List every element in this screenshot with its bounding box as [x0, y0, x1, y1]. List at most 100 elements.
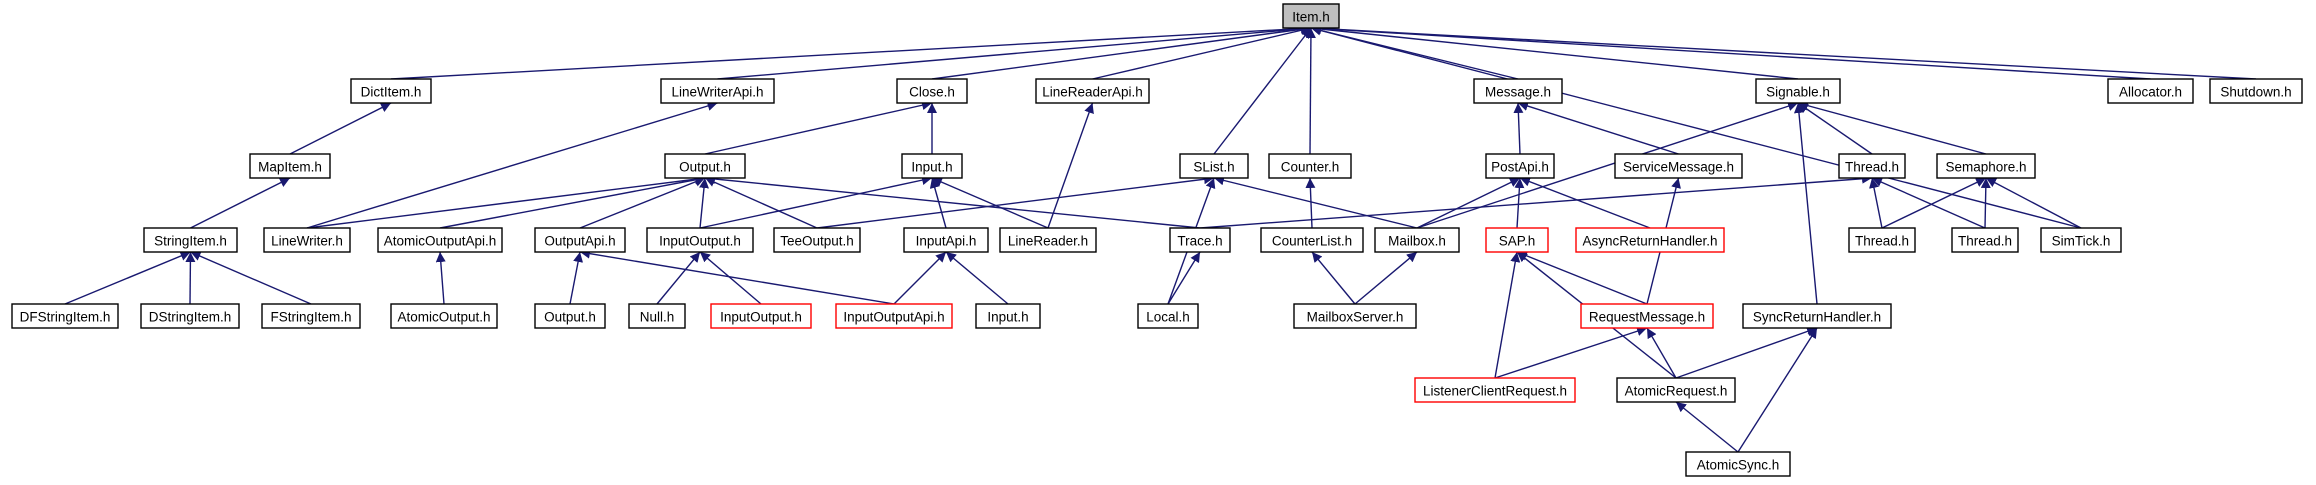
node-label: Thread.h — [1958, 234, 2012, 249]
node-mailboxserver[interactable]: MailboxServer.h — [1293, 303, 1417, 329]
node-requestmessage[interactable]: RequestMessage.h — [1580, 303, 1714, 329]
node-close[interactable]: Close.h — [896, 78, 968, 104]
node-output[interactable]: Output.h — [664, 153, 746, 179]
node-outputapi[interactable]: OutputApi.h — [534, 227, 626, 253]
node-box — [534, 227, 626, 253]
node-simtick[interactable]: SimTick.h — [2040, 227, 2122, 253]
node-postapi[interactable]: PostApi.h — [1485, 153, 1555, 179]
node-label: OutputApi.h — [544, 234, 615, 249]
edge-sap-to-postapi — [1514, 177, 1525, 229]
node-label: Close.h — [909, 85, 955, 100]
node-box — [896, 78, 968, 104]
node-label: DStringItem.h — [149, 310, 232, 325]
node-label: DFStringItem.h — [20, 310, 111, 325]
node-label: Local.h — [1146, 310, 1190, 325]
node-dfstringitem[interactable]: DFStringItem.h — [11, 303, 119, 329]
node-linereaderapi[interactable]: LineReaderApi.h — [1035, 78, 1150, 104]
node-trace[interactable]: Trace.h — [1169, 227, 1231, 253]
edge-null-to-inputoutput — [656, 251, 701, 305]
node-box — [261, 303, 361, 329]
node-syncreturnhandler[interactable]: SyncReturnHandler.h — [1742, 303, 1892, 329]
edge-inputoutputapi-to-inputapi — [893, 251, 947, 305]
node-input[interactable]: Input.h — [901, 153, 963, 179]
node-linewriterapi[interactable]: LineWriterApi.h — [660, 78, 775, 104]
node-inputoutputapi[interactable]: InputOutputApi.h — [835, 303, 953, 329]
node-servicemessage[interactable]: ServiceMessage.h — [1614, 153, 1743, 179]
node-mailbox[interactable]: Mailbox.h — [1374, 227, 1460, 253]
node-linereader[interactable]: LineReader.h — [999, 227, 1097, 253]
node-box — [1473, 78, 1563, 104]
node-thread-b[interactable]: Thread.h — [1951, 227, 2019, 253]
node-listenerclientrequest[interactable]: ListenerClientRequest.h — [1414, 377, 1576, 403]
node-linewriter[interactable]: LineWriter.h — [263, 227, 351, 253]
node-atomicoutput[interactable]: AtomicOutput.h — [390, 303, 498, 329]
edge-thread-a-to-thread — [1869, 177, 1883, 229]
node-inputoutput[interactable]: InputOutput.h — [646, 227, 754, 253]
node-allocator[interactable]: Allocator.h — [2107, 78, 2194, 104]
node-dstringitem[interactable]: DStringItem.h — [140, 303, 240, 329]
node-counter[interactable]: Counter.h — [1268, 153, 1352, 179]
edge-mailboxserver-to-mailbox — [1354, 251, 1418, 305]
node-label: Output.h — [544, 310, 596, 325]
node-slist[interactable]: SList.h — [1179, 153, 1249, 179]
node-box — [143, 227, 238, 253]
node-box — [646, 227, 754, 253]
edge-mailbox-to-slist — [1213, 175, 1418, 229]
node-box — [901, 153, 963, 179]
edge-signable-to-item — [1310, 24, 1799, 80]
node-sap[interactable]: SAP.h — [1485, 227, 1549, 253]
edge-syncreturnhandler-to-signable — [1793, 102, 1818, 305]
node-item[interactable]: Item.h — [1282, 3, 1340, 29]
node-inputapi[interactable]: InputApi.h — [903, 227, 989, 253]
node-label: Message.h — [1485, 85, 1551, 100]
node-label: PostApi.h — [1491, 160, 1549, 175]
node-thread[interactable]: Thread.h — [1838, 153, 1906, 179]
node-box — [2040, 227, 2122, 253]
node-message[interactable]: Message.h — [1473, 78, 1563, 104]
node-box — [1848, 227, 1916, 253]
node-label: Semaphore.h — [1945, 160, 2026, 175]
node-teeoutput[interactable]: TeeOutput.h — [773, 227, 861, 253]
node-stringitem[interactable]: StringItem.h — [143, 227, 238, 253]
node-label: SAP.h — [1499, 234, 1536, 249]
node-dictitem[interactable]: DictItem.h — [350, 78, 432, 104]
node-shutdown[interactable]: Shutdown.h — [2209, 78, 2303, 104]
node-label: Input.h — [911, 160, 952, 175]
edge-inputoutputapi-to-outputapi — [579, 248, 895, 305]
node-input2[interactable]: Input.h — [975, 303, 1041, 329]
node-fstringitem[interactable]: FStringItem.h — [261, 303, 361, 329]
node-mapitem[interactable]: MapItem.h — [249, 153, 331, 179]
node-box — [1936, 153, 2036, 179]
node-atomicrequest[interactable]: AtomicRequest.h — [1616, 377, 1736, 403]
node-box — [1169, 227, 1231, 253]
node-label: MailboxServer.h — [1307, 310, 1404, 325]
edge-linereader-to-input — [931, 177, 1049, 229]
node-signable[interactable]: Signable.h — [1755, 78, 1841, 104]
node-atomicoutputapi[interactable]: AtomicOutputApi.h — [377, 227, 503, 253]
node-box — [1614, 153, 1743, 179]
node-label: AtomicOutputApi.h — [384, 234, 497, 249]
node-label: Signable.h — [1766, 85, 1830, 100]
edge-counterlist-to-counter — [1305, 177, 1316, 229]
edge-dstringitem-to-stringitem — [185, 251, 196, 305]
node-label: Thread.h — [1855, 234, 1909, 249]
edge-local-to-trace — [1167, 251, 1201, 305]
node-box — [1414, 377, 1576, 403]
node-asyncreturnhandler[interactable]: AsyncReturnHandler.h — [1575, 227, 1725, 253]
node-output2[interactable]: Output.h — [534, 303, 606, 329]
node-null[interactable]: Null.h — [628, 303, 686, 329]
edge-close-to-item — [931, 24, 1312, 80]
node-inputoutput2[interactable]: InputOutput.h — [710, 303, 812, 329]
node-local[interactable]: Local.h — [1137, 303, 1199, 329]
edge-dictitem-to-item — [390, 23, 1312, 80]
edge-semaphore-to-signable — [1797, 100, 1987, 155]
node-label: AtomicRequest.h — [1625, 384, 1728, 399]
node-semaphore[interactable]: Semaphore.h — [1936, 153, 2036, 179]
node-box — [140, 303, 240, 329]
node-thread-a[interactable]: Thread.h — [1848, 227, 1916, 253]
node-counterlist[interactable]: CounterList.h — [1260, 227, 1364, 253]
edge-simtick-to-semaphore — [1985, 177, 2082, 229]
node-atomicsync[interactable]: AtomicSync.h — [1685, 451, 1791, 477]
edge-slist-to-item — [1213, 27, 1312, 155]
